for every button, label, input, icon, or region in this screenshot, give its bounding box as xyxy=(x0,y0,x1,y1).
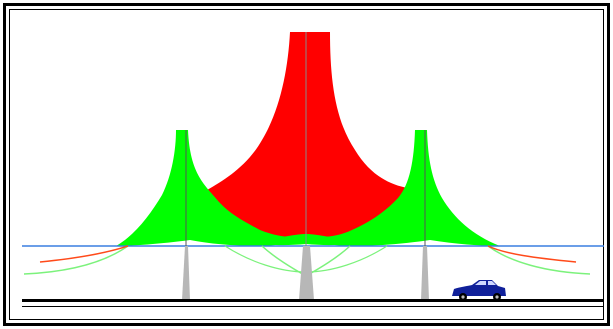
center-fan-red xyxy=(207,32,408,241)
pylon-left xyxy=(182,246,190,300)
stay-curve-right-green xyxy=(487,245,591,275)
pylon-center xyxy=(299,246,314,300)
stay-curve-left-orange xyxy=(39,245,129,263)
inner-frame xyxy=(9,9,604,320)
stay-curve-center-cross-left xyxy=(224,245,307,273)
stay-curve-left-green xyxy=(23,245,129,275)
pylon-right xyxy=(421,246,429,300)
outer-frame xyxy=(3,3,610,326)
car-icon xyxy=(452,280,506,301)
left-fan-green xyxy=(116,130,306,246)
stay-curve-center-cross-right xyxy=(305,245,388,273)
stay-curve-right-orange xyxy=(487,245,577,263)
right-fan-green xyxy=(306,130,500,246)
